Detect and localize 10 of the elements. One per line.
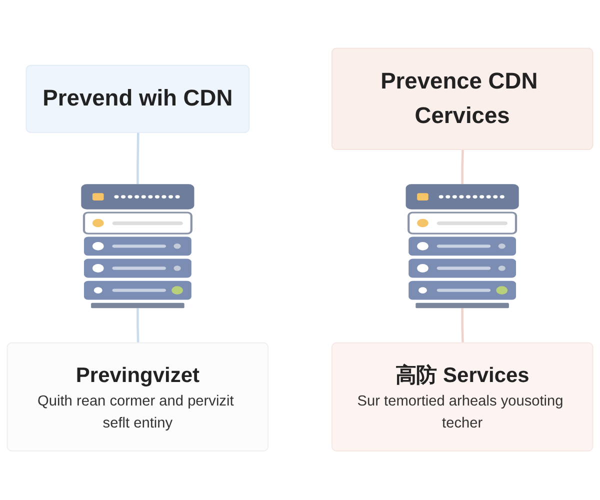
connector-line	[136, 133, 140, 185]
title-text: Prevence CDN Cervices	[380, 68, 539, 128]
heading-text: Previngvizet	[76, 363, 200, 387]
heading-text: 高防 Services	[395, 363, 530, 387]
connector-line	[461, 150, 464, 185]
title-text: Prevend wih CDN	[42, 86, 233, 112]
connector-line	[461, 308, 464, 344]
body-text: Quith rean cormer and pervizit seflt entiny	[38, 394, 235, 432]
body-text: Sur temortied arheals yousoting techer	[357, 394, 564, 432]
connector-line	[136, 308, 140, 344]
